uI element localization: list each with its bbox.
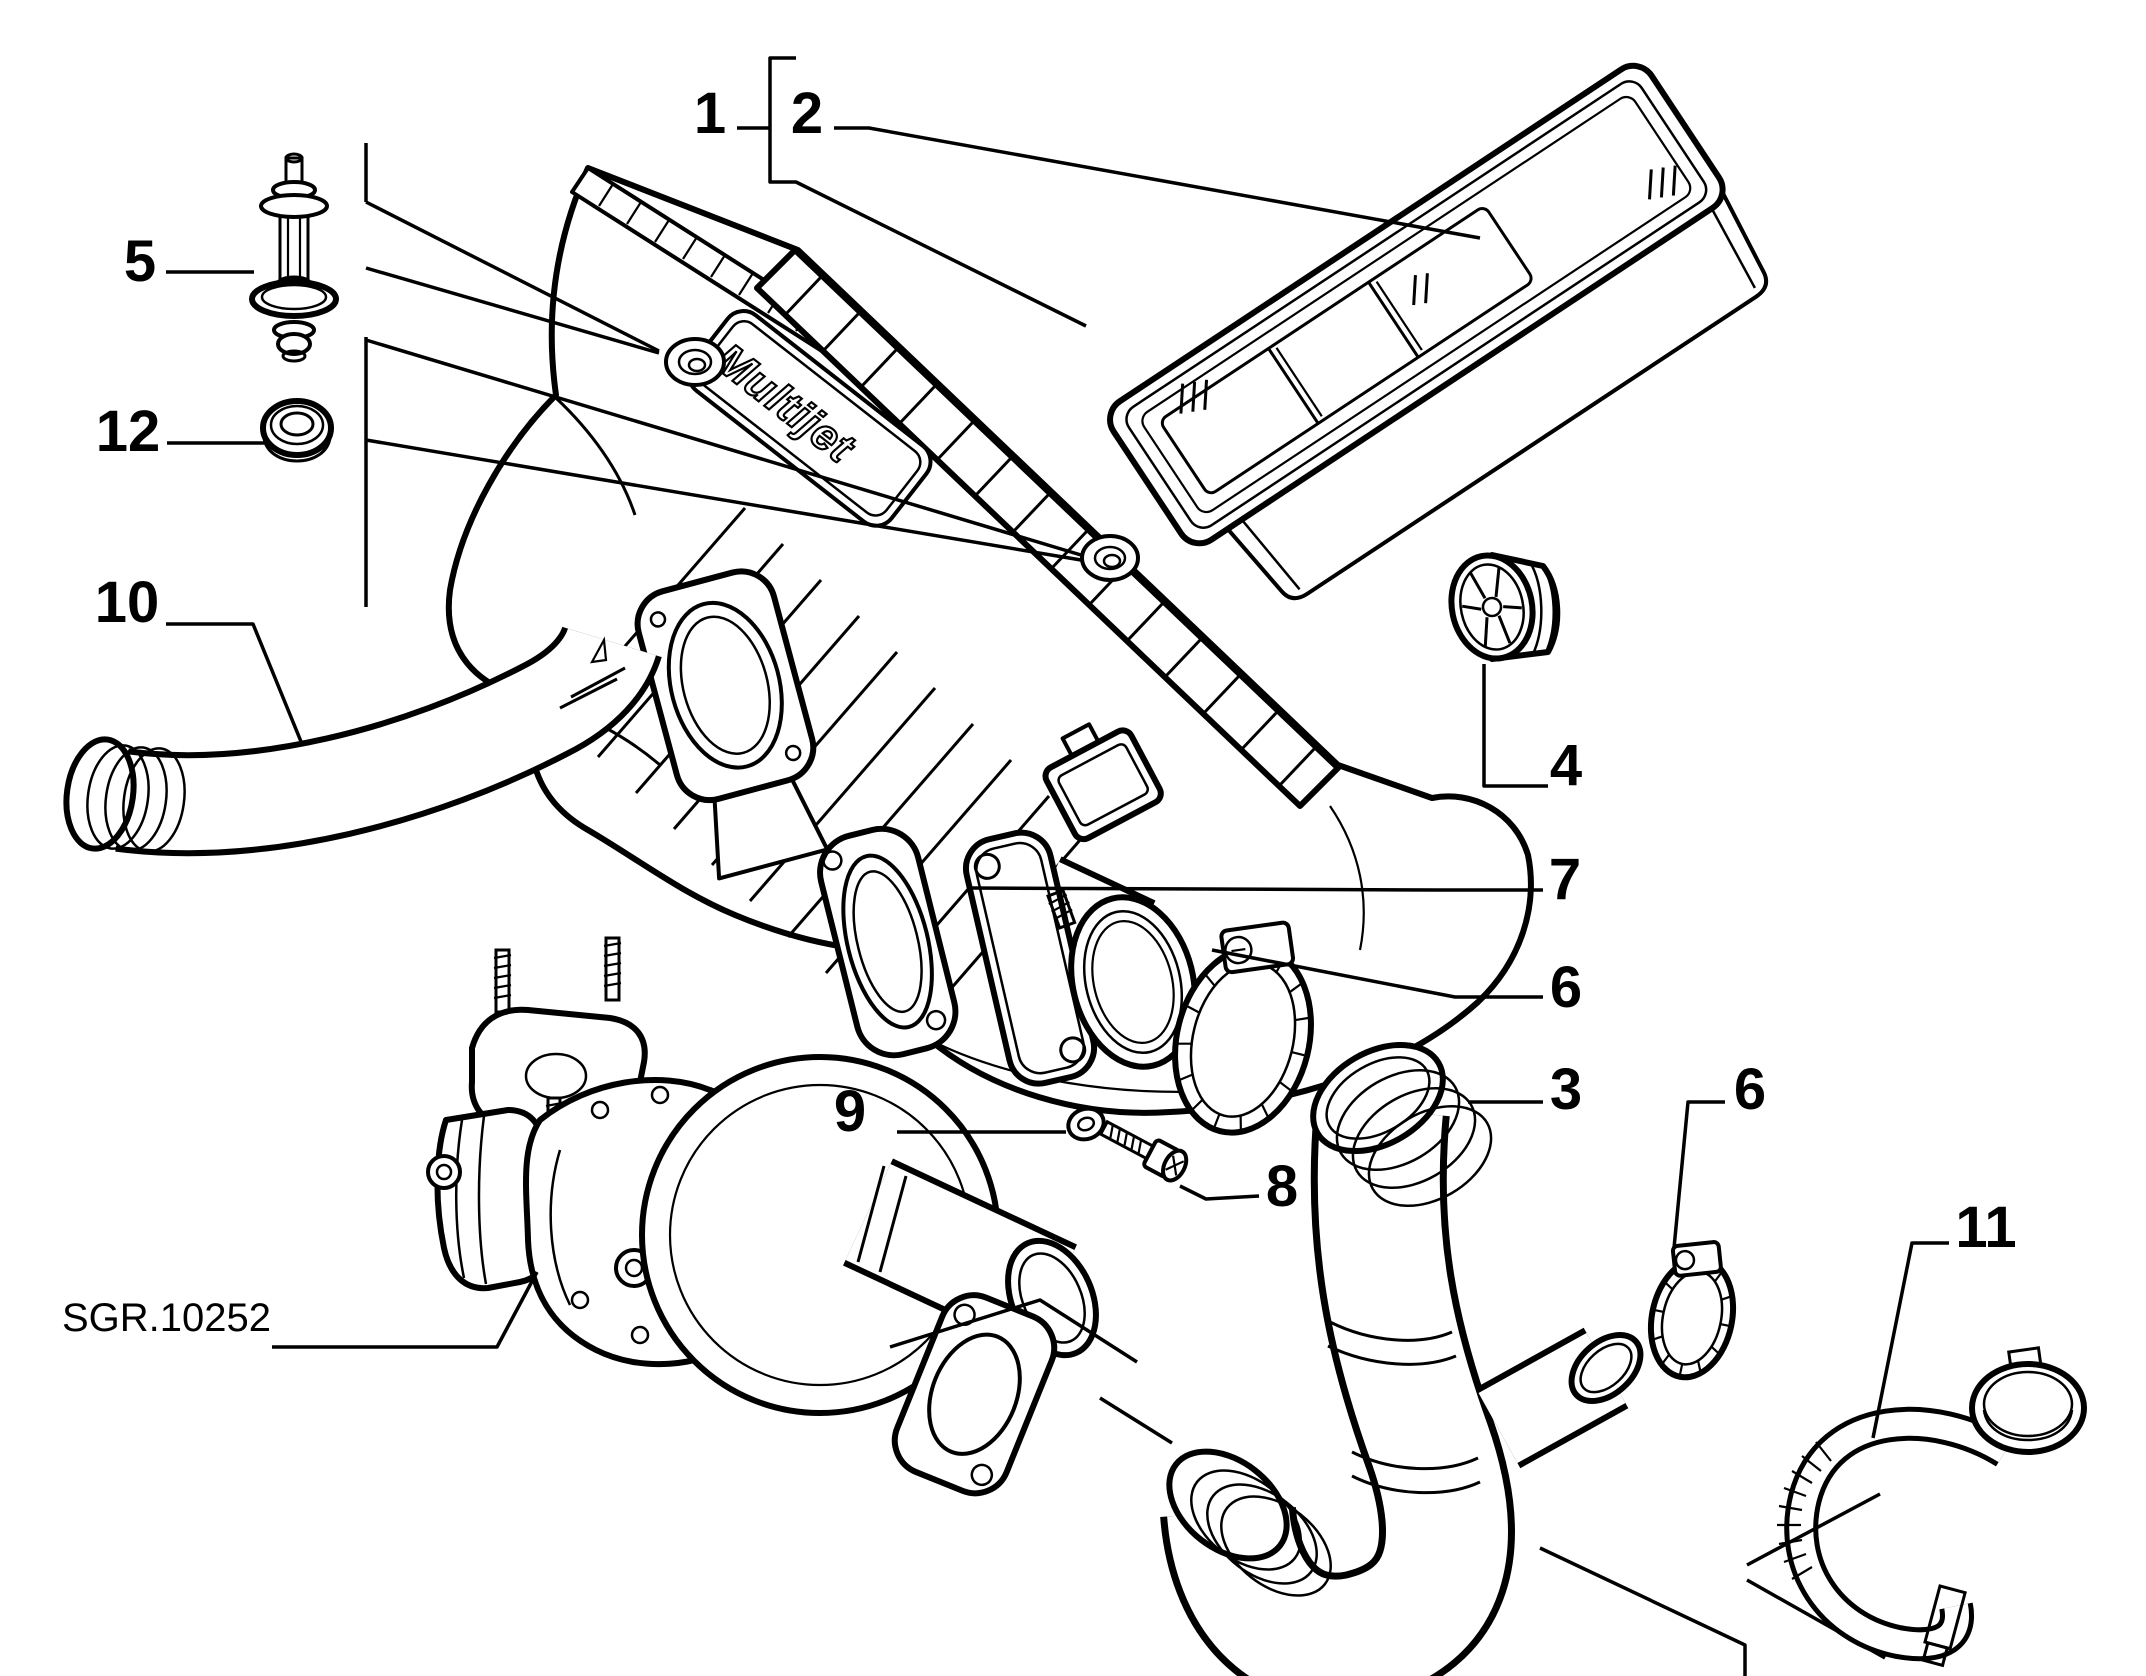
- callout-labels: 1 2 5 12 10 4 7 6 3 6 8 9 11 SGR.10252: [62, 81, 2017, 1340]
- filter-tray: [1219, 188, 1769, 601]
- cover-screw-hole-1: [664, 337, 726, 387]
- bolt: [1098, 1119, 1189, 1183]
- callout-11: 11: [1955, 1195, 2016, 1260]
- mount-stud: [249, 152, 339, 363]
- intake-hose-lower: [1160, 1041, 1644, 1676]
- callout-10: 10: [95, 570, 160, 635]
- maf-screw: [1046, 888, 1077, 930]
- leader-lines: [166, 56, 1949, 1439]
- maf-connector: [1042, 722, 1164, 843]
- callout-6b: 6: [1734, 1057, 1766, 1122]
- cable-clamp-latch: [1921, 1584, 1967, 1668]
- hose-clamp-1: [1172, 920, 1314, 1136]
- grommet: [260, 398, 334, 463]
- callout-7: 7: [1549, 847, 1581, 912]
- turbo-studs: [493, 936, 622, 1014]
- cover-intake-grille: [754, 247, 1341, 809]
- washer: [1066, 1106, 1106, 1142]
- callout-1: 1: [694, 81, 726, 146]
- air-cleaner-cover: Multijet: [445, 165, 1534, 1116]
- leader-6b: [1672, 1100, 1725, 1249]
- cable-clamp-ratchet: [1777, 1441, 1832, 1580]
- callout-12: 12: [96, 399, 161, 464]
- callout-8: 8: [1266, 1154, 1298, 1219]
- intake-hose-upper: [63, 624, 662, 857]
- cover-maf-flange: [817, 825, 959, 1059]
- hose-clamp-2: [1647, 1240, 1737, 1381]
- air-filter-element: [1107, 62, 1769, 601]
- leader-6a: [1211, 948, 1543, 999]
- filter-hatch-marks: [1179, 165, 1677, 414]
- leader-7: [971, 886, 1543, 892]
- cover-outlet-flange: [634, 568, 830, 881]
- cable-clamp-collar: [1969, 1346, 2087, 1455]
- callout-2: 2: [791, 81, 823, 146]
- callout-6a: 6: [1550, 955, 1582, 1020]
- plug-cap-spokes: [1461, 567, 1522, 648]
- leader-sgr: [272, 1271, 539, 1349]
- clamp2-screw-housing: [1670, 1240, 1723, 1278]
- turbocharger: [426, 936, 1099, 1497]
- maf-sensor: [962, 722, 1198, 1087]
- callout-9: 9: [834, 1079, 866, 1144]
- maf-outlet-ring: [1068, 894, 1198, 1070]
- turbo-snout: [843, 1158, 1099, 1359]
- leader-bracket-1-2: [768, 56, 1087, 328]
- leader-8: [1179, 1184, 1260, 1201]
- turbo-gasket-flange: [891, 1292, 1058, 1497]
- cover-screw-hole-2: [1080, 534, 1140, 582]
- callout-4: 4: [1550, 733, 1582, 798]
- callout-3: 3: [1550, 1057, 1582, 1122]
- grille-rib-lines: [783, 274, 1318, 788]
- filter-lid: [1107, 62, 1726, 547]
- leader-bracket-5-12: [364, 143, 1082, 607]
- continuation-marks: [889, 1298, 1886, 1676]
- leader-2: [834, 126, 1481, 240]
- leader-10: [166, 622, 304, 745]
- filter-window: [1160, 207, 1533, 495]
- sgr-code-label: SGR.10252: [62, 1296, 271, 1340]
- leader-4: [1482, 664, 1548, 788]
- cable-clamp: [1777, 1346, 2087, 1668]
- callout-5: 5: [124, 229, 156, 294]
- plug-cap: [1448, 552, 1561, 662]
- leader-11: [1871, 1241, 1949, 1439]
